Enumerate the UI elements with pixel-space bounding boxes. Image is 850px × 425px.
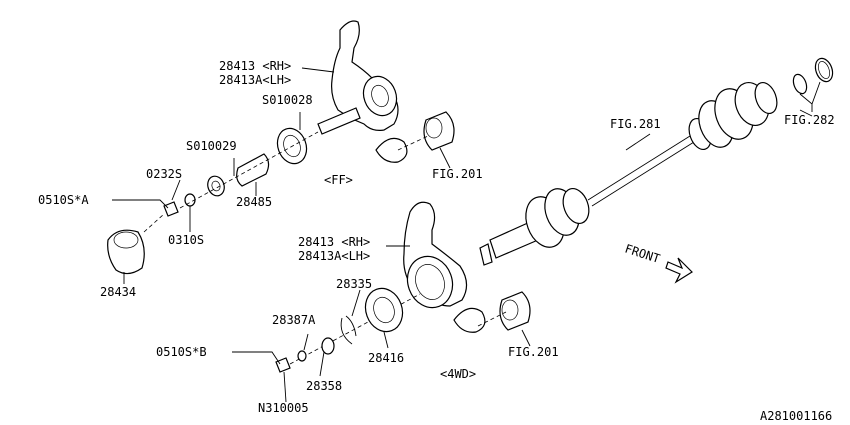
diagram-id: A281001166 [760,409,832,423]
ff-parts [107,127,319,275]
label-housing-ff: 28413 <RH> [219,59,291,73]
label-housing-wd-lh: 28413A<LH> [298,249,370,263]
wd-parts [275,287,531,373]
label-bearing-ff2: S010029 [186,139,237,153]
label-bearing-ff: S010028 [262,93,313,107]
knuckle-ff [317,20,408,163]
label-washer-28358: 28358 [306,379,342,393]
label-fig281: FIG.281 [610,117,661,131]
label-snap-28335: 28335 [336,277,372,291]
group-4wd: <4WD> [440,367,476,381]
label-bolt-a: 0510S*A [38,193,89,207]
label-front: FRONT [623,242,662,266]
label-fig201-bottom: FIG.201 [508,345,559,359]
drive-shaft [479,81,778,266]
label-spacer-28485: 28485 [236,195,272,209]
group-ff: <FF> [324,173,353,187]
front-arrow-icon [665,257,693,284]
label-housing-wd: 28413 <RH> [298,235,370,249]
label-fig201-top: FIG.201 [432,167,483,181]
label-bolt-b: 0510S*B [156,345,207,359]
label-nut-n310005: N310005 [258,401,309,415]
knuckle-4wd [289,201,486,365]
fig282-rings [792,57,834,112]
label-nut-0232s: 0232S [146,167,182,181]
label-washer-0310s: 0310S [168,233,204,247]
label-collar-28387a: 28387A [272,313,316,327]
label-bearing-28416: 28416 [368,351,404,365]
leader-lines [112,67,813,403]
label-fig282: FIG.282 [784,113,835,127]
bushing-top [397,111,455,151]
label-housing-ff-lh: 28413A<LH> [219,73,291,87]
label-hub-28434: 28434 [100,285,136,299]
